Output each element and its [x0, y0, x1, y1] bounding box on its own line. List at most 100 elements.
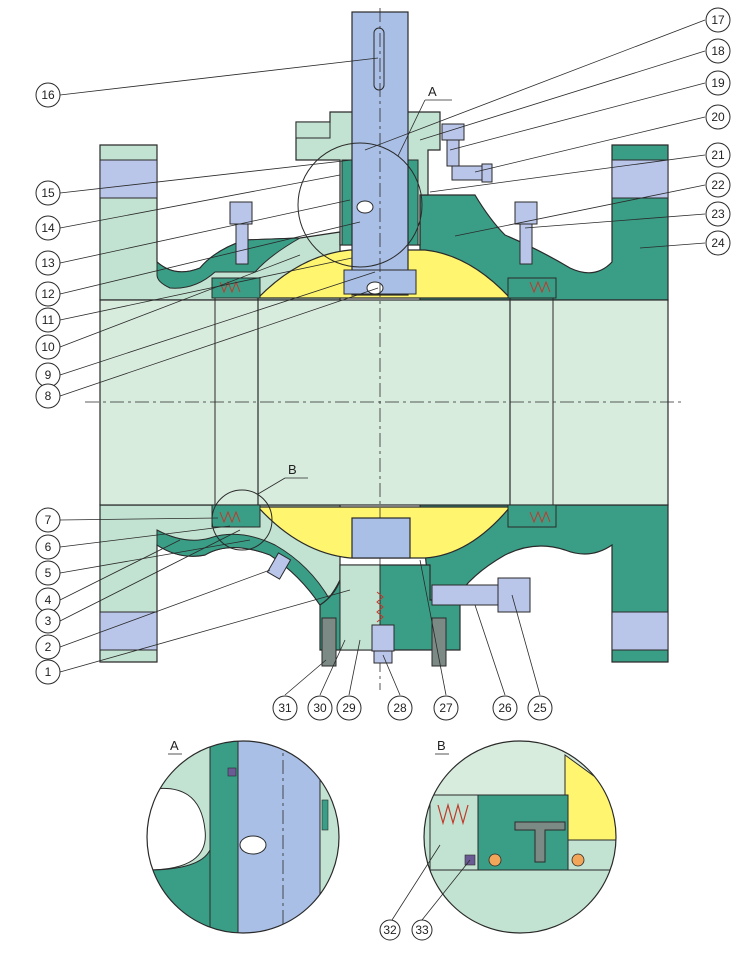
sealant-fitting-left-body [235, 223, 249, 265]
svg-text:16: 16 [41, 88, 55, 102]
callout-4: 4 [35, 587, 61, 613]
svg-text:18: 18 [711, 44, 725, 58]
detail-leader-b [257, 477, 286, 495]
detail-circle-b [211, 489, 273, 551]
side-bolt-thread [431, 584, 499, 606]
seat-spring-left [219, 280, 241, 294]
callout-5: 5 [35, 560, 61, 586]
leader-33 [421, 859, 471, 921]
svg-text:25: 25 [533, 701, 547, 715]
svg-text:22: 22 [711, 178, 725, 192]
svg-text:6: 6 [45, 540, 52, 554]
callout-10: 10 [35, 334, 61, 360]
detail-caption-b: B [437, 738, 446, 753]
seat-ring-left-low [211, 504, 261, 528]
stem-pin-upper [356, 200, 374, 214]
svg-text:7: 7 [45, 513, 52, 527]
callout-13: 13 [35, 250, 61, 276]
detail-view-a [147, 741, 339, 933]
svg-text:15: 15 [41, 186, 55, 200]
svg-text:8: 8 [45, 389, 52, 403]
svg-text:3: 3 [45, 614, 52, 628]
svg-text:33: 33 [415, 923, 429, 937]
svg-text:4: 4 [45, 593, 52, 607]
detail-caption-a: A [170, 738, 179, 753]
callout-30: 30 [307, 695, 333, 721]
svg-text:32: 32 [383, 923, 397, 937]
svg-text:23: 23 [711, 207, 725, 221]
stem-pin-lower [366, 281, 384, 295]
seat-spring-left-low [219, 510, 241, 524]
callout-17: 17 [705, 7, 731, 33]
svg-text:29: 29 [342, 701, 356, 715]
callout-14: 14 [35, 215, 61, 241]
callout-23: 23 [705, 201, 731, 227]
vent-plug [451, 165, 483, 181]
svg-text:30: 30 [313, 701, 327, 715]
bottom-stud-left [321, 617, 337, 667]
callout-2: 2 [35, 634, 61, 660]
callout-31: 31 [272, 695, 298, 721]
detail-mark-a: A [428, 84, 437, 99]
callout-20: 20 [705, 104, 731, 130]
bonnet-bolt-thread [446, 139, 460, 167]
svg-text:14: 14 [41, 221, 55, 235]
callout-29: 29 [336, 695, 362, 721]
svg-text:10: 10 [41, 340, 55, 354]
flange-face-left-bottom [99, 611, 158, 651]
side-bolt-head [497, 577, 531, 613]
svg-text:21: 21 [711, 148, 725, 162]
callout-32: 32 [379, 919, 401, 941]
callout-19: 19 [705, 70, 731, 96]
svg-text:9: 9 [45, 368, 52, 382]
callout-12: 12 [35, 281, 61, 307]
callout-26: 26 [492, 695, 518, 721]
svg-text:2: 2 [45, 640, 52, 654]
detail-leader-a [397, 99, 426, 157]
drain-fitting-base [373, 650, 393, 664]
callout-8: 8 [35, 383, 61, 409]
vent-plug-head [481, 163, 493, 183]
drain-spring [376, 591, 384, 623]
leader-32 [391, 844, 441, 921]
bore [99, 299, 669, 506]
callout-3: 3 [35, 608, 61, 634]
body-wall-left-top [156, 237, 301, 289]
seat-spring-right [529, 280, 551, 294]
callout-28: 28 [387, 695, 413, 721]
bottom-stud-right [431, 617, 447, 667]
callout-16: 16 [35, 82, 61, 108]
svg-text:20: 20 [711, 110, 725, 124]
seat-spring-right-low [529, 510, 551, 524]
detail-mark-b: B [288, 462, 297, 477]
callout-25: 25 [527, 695, 553, 721]
flange-face-right-bottom [611, 611, 669, 651]
callout-9: 9 [35, 362, 61, 388]
trunnion [351, 517, 411, 559]
svg-text:11: 11 [42, 313, 55, 327]
callout-1: 1 [35, 659, 61, 685]
svg-text:1: 1 [45, 665, 52, 679]
svg-text:24: 24 [711, 236, 725, 250]
svg-text:31: 31 [278, 701, 292, 715]
sealant-fitting-left [229, 201, 253, 225]
callout-15: 15 [35, 180, 61, 206]
svg-text:28: 28 [393, 701, 407, 715]
body-right [419, 144, 669, 301]
gland-flange [295, 121, 331, 139]
stem-keyway [373, 27, 385, 91]
detail-view-a-border [146, 740, 340, 934]
svg-text:5: 5 [45, 566, 52, 580]
callout-24: 24 [705, 230, 731, 256]
flange-face-left-top [99, 159, 158, 199]
callout-18: 18 [705, 38, 731, 64]
callout-21: 21 [705, 142, 731, 168]
flange-face-right-top [611, 159, 669, 199]
callout-7: 7 [35, 507, 61, 533]
drain-fitting [371, 624, 395, 652]
svg-text:19: 19 [711, 76, 725, 90]
svg-text:17: 17 [711, 13, 725, 27]
callout-6: 6 [35, 534, 61, 560]
callout-27: 27 [433, 695, 459, 721]
